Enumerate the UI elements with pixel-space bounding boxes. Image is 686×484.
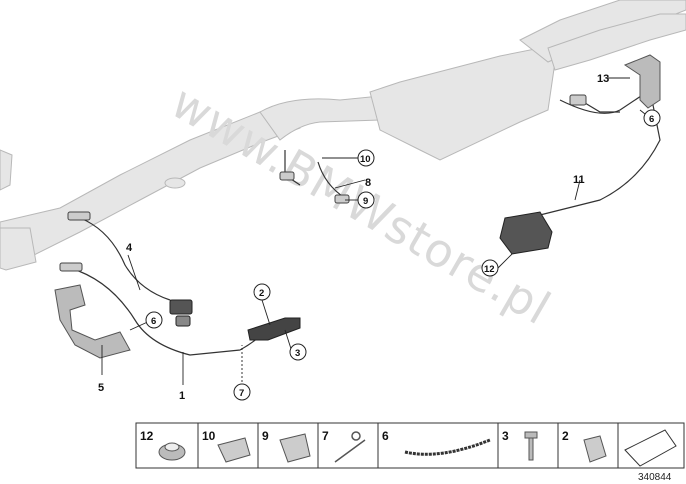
wire-harness-4: [79, 217, 181, 311]
document-number: 340844: [638, 472, 672, 483]
callout-12: 12: [484, 264, 495, 275]
bracket-13: [623, 54, 661, 109]
legend-num-3: 3: [502, 429, 509, 443]
wire-harness-11: [539, 89, 661, 216]
wiring: [69, 89, 661, 356]
exhaust-system: [0, 0, 686, 271]
callout-2: 2: [259, 288, 264, 299]
legend-num-7: 7: [322, 429, 329, 443]
arrow-icon: [624, 429, 677, 467]
connector-4: [169, 299, 193, 327]
callouts-plain: 4 5 1 8 11 13: [98, 73, 609, 402]
legend-num-9: 9: [262, 429, 269, 443]
callout-13: 13: [597, 73, 609, 85]
callout-9: 9: [363, 196, 368, 207]
nut-icon: [158, 442, 186, 461]
left-flange: [0, 227, 37, 271]
protective-sleeve-icon: [404, 438, 491, 456]
wire-harness-13: [579, 99, 620, 113]
oxygen-sensor-front: [59, 211, 91, 272]
sensor-rear: [279, 94, 587, 204]
callout-7: 7: [239, 388, 244, 399]
leader-lines: [101, 77, 651, 385]
parts-legend: 12 10 9 7 6 3 2: [135, 422, 685, 469]
callout-5: 5: [98, 382, 104, 394]
clip-10-icon: [217, 437, 251, 463]
left-bracket: [0, 149, 13, 191]
connector-holder-2: [247, 317, 301, 341]
rear-silencer: [369, 47, 556, 161]
callout-8: 8: [365, 177, 371, 189]
legend-num-10: 10: [202, 429, 216, 443]
front-hanger: [164, 177, 186, 189]
bolt-icon: [524, 431, 538, 461]
legend-num-2: 2: [562, 429, 569, 443]
wire-harness-1: [69, 267, 269, 356]
callout-3: 3: [295, 348, 300, 359]
control-unit-11: [499, 211, 553, 255]
callout-4: 4: [126, 242, 133, 254]
bracket-5: [54, 284, 131, 359]
callout-6-right: 6: [649, 114, 654, 125]
tailpipe-lower: [547, 13, 686, 71]
legend-num-12: 12: [140, 429, 154, 443]
components: [54, 54, 661, 359]
callout-1: 1: [179, 390, 185, 402]
clip-9-icon: [279, 433, 311, 463]
clip-2-icon: [583, 435, 607, 463]
cable-tie-icon: [334, 431, 366, 463]
callouts-circled-labels: 2 3 6 7 10 9 6 12: [151, 114, 654, 399]
callout-10: 10: [360, 154, 371, 165]
legend-num-6: 6: [382, 429, 389, 443]
callout-6-left: 6: [151, 316, 156, 327]
callout-11: 11: [573, 174, 585, 186]
callouts-circled: [145, 109, 661, 401]
